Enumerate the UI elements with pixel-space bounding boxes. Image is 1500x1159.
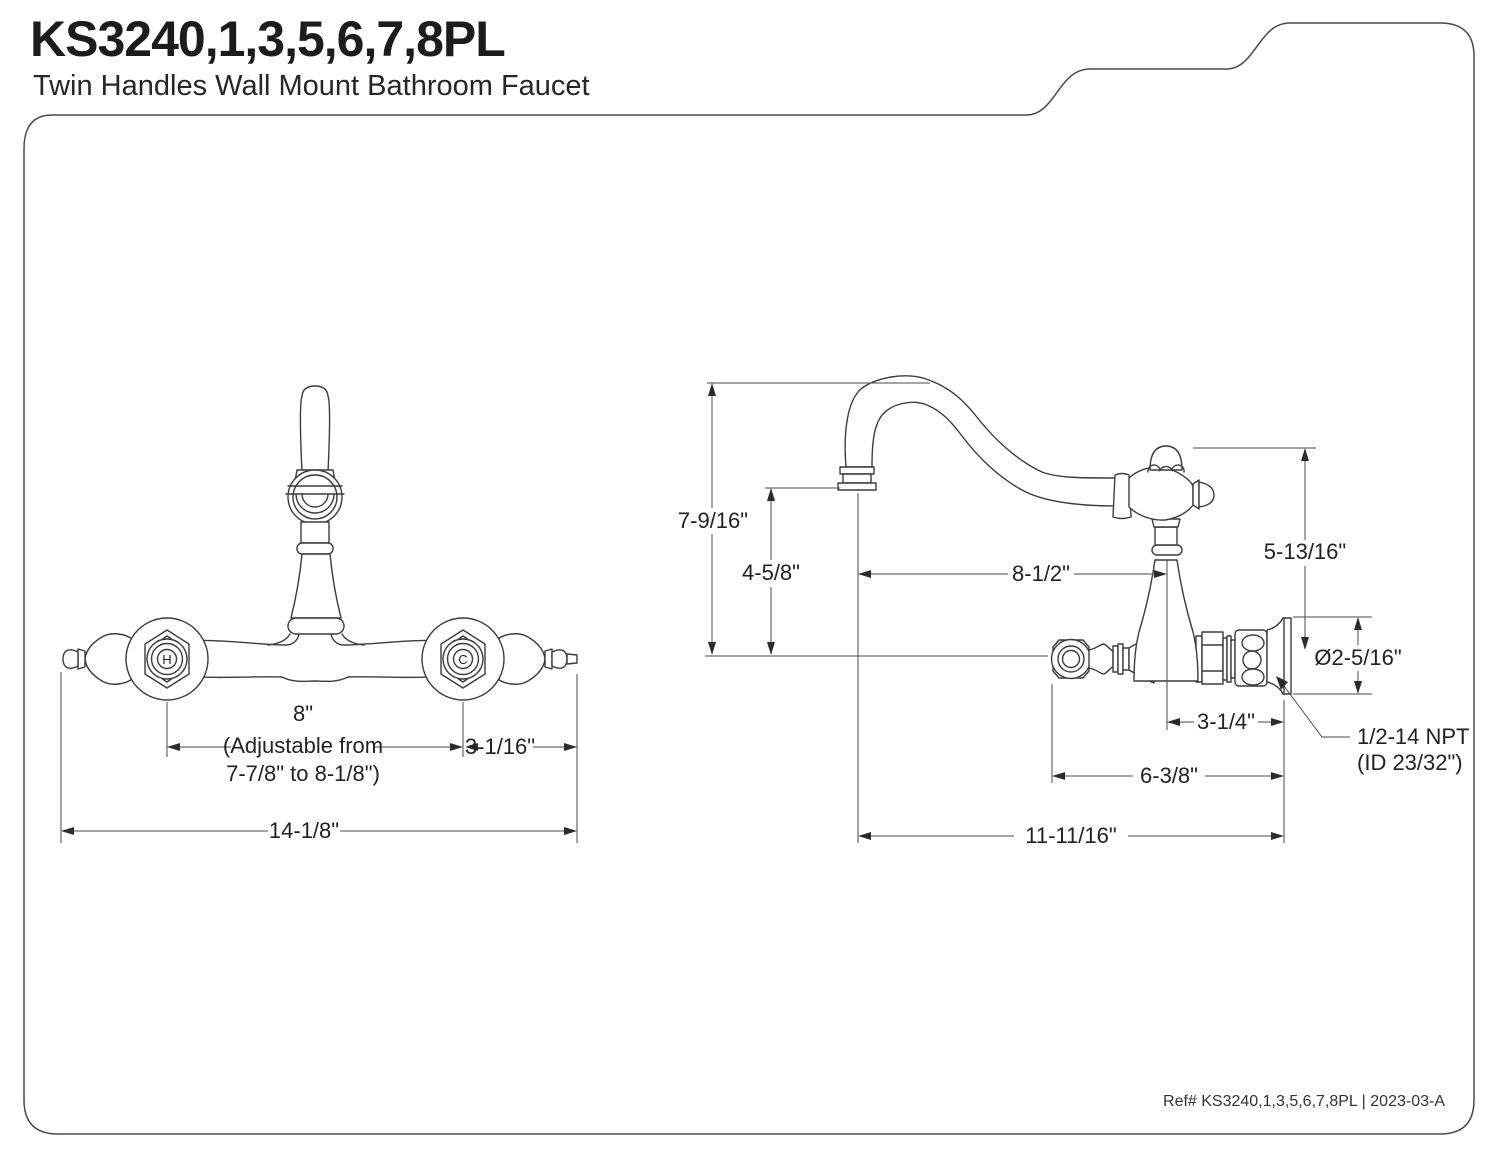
spout-collar-side: [1112, 472, 1132, 520]
finial-side: [1147, 445, 1185, 473]
hot-indicator-letter: H: [162, 652, 171, 667]
dim-spread-label: 8": [293, 701, 313, 726]
spout-ring-front: [285, 469, 345, 525]
front-view: H C 8" (Adjustable from: [60, 385, 578, 843]
dim-spread-note-1: (Adjustable from: [223, 733, 383, 758]
dim-spout-outlet-height-label: 4-5/8": [742, 560, 800, 585]
dim-overall-width-label: 14-1/8": [269, 818, 339, 843]
dim-handle-offset-label: 3-1/16": [465, 734, 535, 759]
reference-number: Ref# KS3240,1,3,5,6,7,8PL | 2023-03-A: [1163, 1093, 1445, 1110]
dim-connection-label-2: (ID 23/32"): [1357, 750, 1463, 775]
taper-body-front: [290, 553, 342, 619]
dim-wall-to-spout-center-label: 3-1/4": [1197, 709, 1255, 734]
spout-tube-front: [299, 385, 331, 473]
dim-body-height-label: 5-13/16": [1264, 539, 1346, 564]
spout-side: [844, 375, 1119, 507]
hot-valve-hub: H: [125, 617, 209, 701]
dim-spout-reach-label: 8-1/2": [1012, 561, 1070, 586]
base-ring-front: [287, 617, 345, 635]
page-subtitle: Twin Handles Wall Mount Bathroom Faucet: [33, 70, 590, 102]
cold-valve-hub: C: [421, 617, 505, 701]
riser-ring-side: [1151, 544, 1183, 556]
dim-wall-to-handle-label: 6-3/8": [1140, 763, 1198, 788]
side-cap: [1192, 479, 1215, 510]
dim-overall-height-label: 7-9/16": [678, 508, 748, 533]
spout-nozzle-side: [837, 466, 877, 491]
dim-connection-label-1: 1/2-14 NPT: [1357, 724, 1470, 749]
front-view-dimensions: 8" (Adjustable from 7-7/8" to 8-1/8") 3-…: [60, 672, 578, 843]
valve-assembly-side: [1050, 617, 1292, 695]
dim-overall-depth-label: 11-11/16": [1025, 823, 1116, 848]
page-title: KS3240,1,3,5,6,7,8PL: [30, 11, 506, 67]
side-view: 7-9/16" 4-5/8" 8-1/2" 5-13/16": [678, 375, 1470, 848]
wall-flange-bell: [1266, 617, 1292, 695]
neck-ring-front: [296, 542, 334, 555]
base-fillets-front: [267, 633, 365, 646]
dim-flange-diameter-label: Ø2-5/16": [1314, 645, 1401, 670]
side-view-dimensions: 7-9/16" 4-5/8" 8-1/2" 5-13/16": [678, 382, 1470, 848]
neck-cylinder-front: [300, 521, 330, 544]
riser-column-side: [1133, 559, 1199, 682]
body-ball-side: [1128, 466, 1194, 521]
cold-indicator-letter: C: [458, 652, 467, 667]
drawing-border: [23, 22, 1475, 1135]
dim-spread-note-2: 7-7/8" to 8-1/8"): [226, 761, 380, 786]
